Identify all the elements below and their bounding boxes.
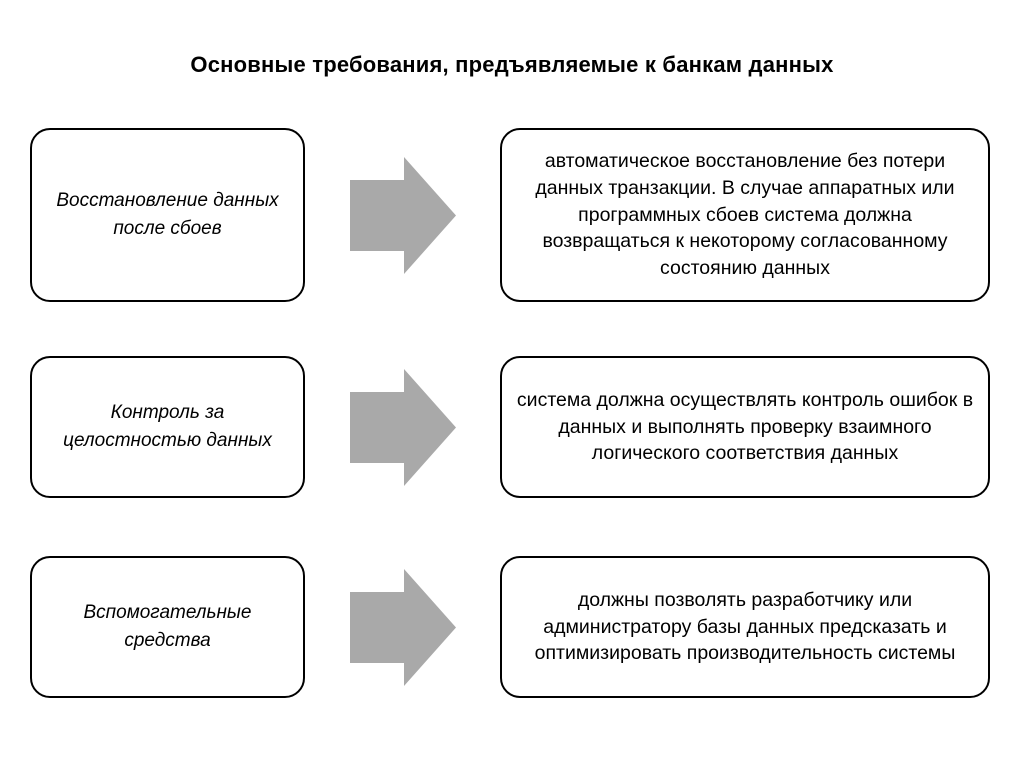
requirement-box: Восстановление данных после сбоев (30, 128, 305, 302)
description-box: система должна осуществлять контроль оши… (500, 356, 990, 498)
arrow-container (305, 568, 500, 686)
description-text: автоматическое восстановление без потери… (535, 149, 955, 280)
diagram-row: Вспомогательные средства должны позволят… (30, 556, 994, 698)
description-box: автоматическое восстановление без потери… (500, 128, 990, 302)
diagram-row: Восстановление данных после сбоев автома… (30, 128, 994, 302)
arrow-container (305, 156, 500, 274)
requirement-label: Контроль за целостностью данных (63, 401, 272, 452)
page-title: Основные требования, предъявляемые к бан… (190, 52, 834, 77)
description-text: должны позволять разработчику или админи… (534, 588, 956, 665)
right-arrow-icon (349, 368, 456, 486)
requirement-box: Вспомогательные средства (30, 556, 305, 698)
diagram-row: Контроль за целостностью данных система … (30, 356, 994, 498)
requirement-label: Вспомогательные средства (83, 601, 252, 652)
description-box: должны позволять разработчику или админи… (500, 556, 990, 698)
right-arrow-icon (349, 156, 456, 274)
requirement-label: Восстановление данных после сбоев (56, 189, 279, 240)
arrow-container (305, 368, 500, 486)
requirement-box: Контроль за целостностью данных (30, 356, 305, 498)
right-arrow-icon (349, 568, 456, 686)
description-text: система должна осуществлять контроль оши… (516, 388, 974, 465)
